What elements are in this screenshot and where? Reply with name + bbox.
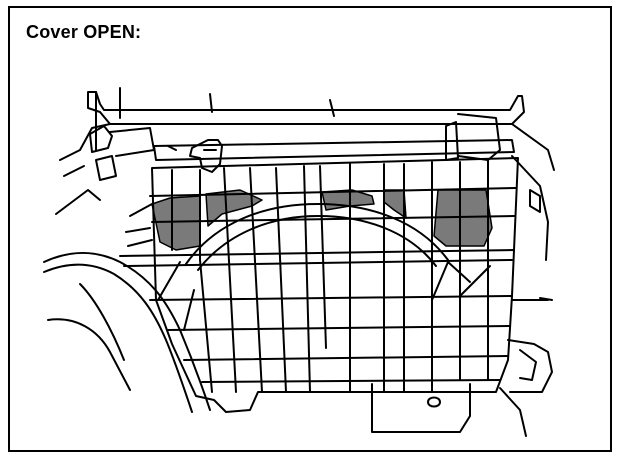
top-rail (153, 139, 515, 173)
left-side-components (43, 123, 211, 413)
filter-cover-grid (119, 157, 519, 413)
bottom-plate (371, 383, 527, 437)
right-side-components (507, 155, 553, 393)
upper-housing (87, 87, 555, 171)
blower-arc (185, 203, 449, 271)
shaded-filter-media (151, 189, 493, 251)
diagram-caption: Cover OPEN: (26, 22, 142, 42)
